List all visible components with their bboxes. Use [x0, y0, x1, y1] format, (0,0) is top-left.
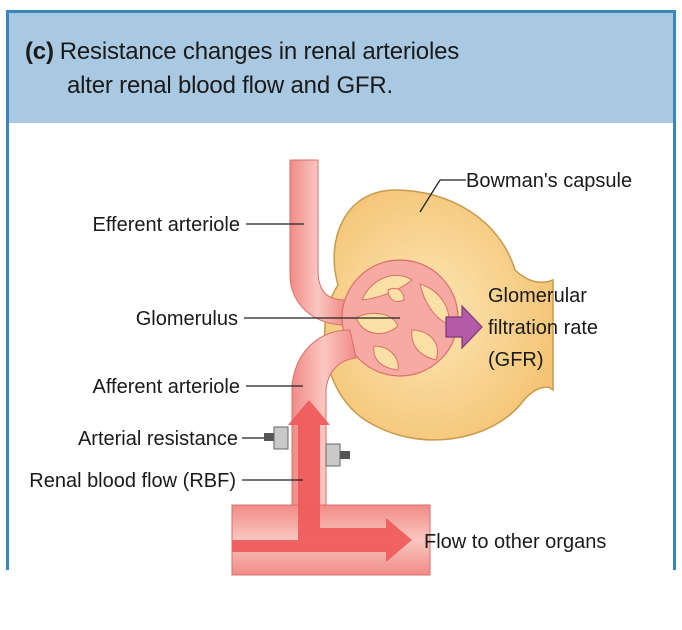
label-gfr-line-2: filtration rate: [488, 317, 598, 339]
label-bowmans-capsule: Bowman's capsule: [466, 170, 632, 192]
leader-lines: [242, 179, 466, 481]
label-gfr-line-3: (GFR): [488, 349, 544, 371]
label-flow-to-other-organs: Flow to other organs: [424, 531, 606, 553]
title-bar: (c)Resistance changes in renal arteriole…: [9, 13, 673, 123]
label-efferent-arteriole: Efferent arteriole: [93, 214, 241, 236]
leader-bowmans-diag: [419, 179, 441, 213]
label-afferent-arteriole: Afferent arteriole: [93, 376, 241, 398]
gfr-arrow: [445, 304, 483, 350]
figure-title: (c)Resistance changes in renal arteriole…: [25, 35, 459, 103]
title-line-2: alter renal blood flow and GFR.: [67, 72, 393, 99]
arterial-resistance-clamp-left: [264, 426, 289, 450]
renal-blood-flow-arrow: [232, 400, 412, 562]
label-renal-blood-flow: Renal blood flow (RBF): [29, 470, 236, 492]
label-arterial-resistance: Arterial resistance: [78, 428, 238, 450]
label-glomerulus: Glomerulus: [136, 308, 238, 330]
label-gfr-line-1: Glomerular: [488, 285, 587, 307]
arterial-resistance-clamp-right: [325, 443, 350, 467]
title-line-1: Resistance changes in renal arterioles: [59, 38, 460, 65]
figure-panel: (c)Resistance changes in renal arteriole…: [6, 10, 676, 570]
figure-part-label: (c): [25, 38, 54, 65]
